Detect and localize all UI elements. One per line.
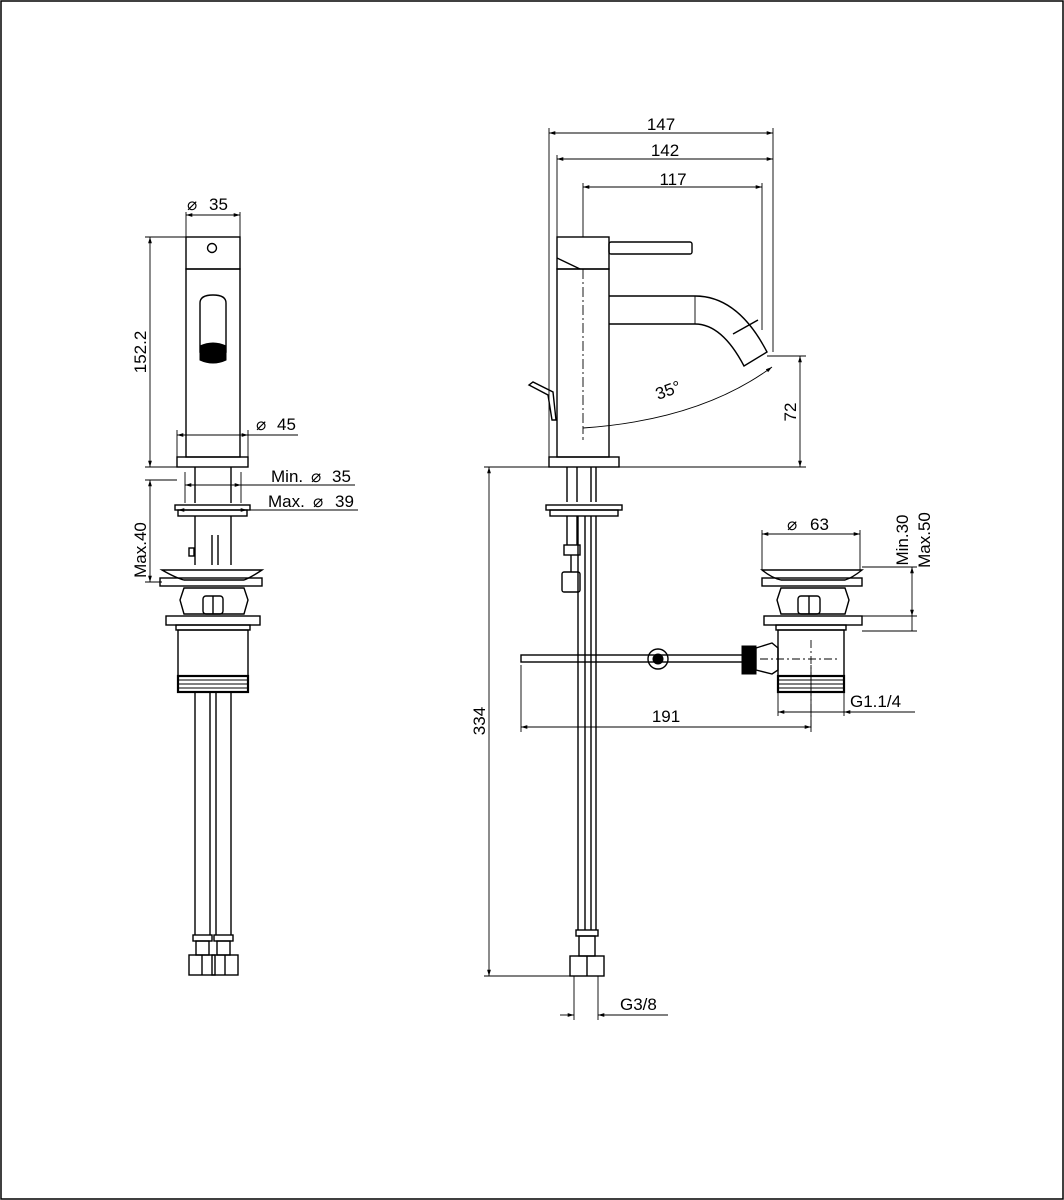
- side-base: [548, 456, 620, 468]
- waste-rod: [520, 654, 744, 663]
- hole-min-label: Min.: [271, 467, 303, 486]
- side-view: 147 142 117 35° 72 334 G3/8: [470, 115, 806, 1020]
- popup-rod: [527, 381, 557, 421]
- angle-label: 35°: [653, 377, 684, 404]
- front-popup-plug: [159, 569, 265, 581]
- waste-thread-label: G1.1/4: [850, 692, 901, 711]
- width-mid-label: 142: [651, 141, 679, 160]
- side-lever-handle: [608, 241, 693, 255]
- front-dia-top-label: 35: [209, 195, 228, 214]
- front-spout-outlet: [199, 294, 227, 353]
- waste-plug: [760, 569, 864, 581]
- side-spout: [609, 295, 768, 367]
- waste-max-label: Max.50: [915, 512, 934, 568]
- waste-min-label: Min.30: [893, 514, 912, 565]
- width-total-label: 147: [647, 115, 675, 134]
- outlet-height-label: 72: [781, 403, 800, 422]
- front-base-dia-label: 45: [277, 415, 296, 434]
- rod-length-label: 191: [652, 707, 680, 726]
- inlet-thread-label: G3/8: [620, 995, 657, 1014]
- front-dia-symbol: ⌀: [187, 195, 197, 214]
- front-washer: [174, 504, 251, 511]
- deck-max-label: Max.40: [131, 522, 150, 578]
- front-hoses: [188, 692, 239, 976]
- front-view: ⌀ 35 152.2 ⌀ 45 Min. ⌀ 35 Max. ⌀ 39 Max.…: [131, 195, 358, 976]
- total-height-label: 334: [470, 707, 489, 735]
- side-lever-head: [556, 236, 610, 270]
- hole-max-symbol: ⌀: [313, 492, 323, 511]
- hole-min-symbol: ⌀: [311, 467, 321, 486]
- lever-pin-icon: [206, 242, 218, 254]
- front-base: [176, 456, 249, 468]
- waste-dia-label: 63: [810, 515, 829, 534]
- hole-min-value: 35: [332, 467, 351, 486]
- hole-max-value: 39: [335, 492, 354, 511]
- waste-dia-symbol: ⌀: [787, 515, 797, 534]
- waste-detail: ⌀ 63 Min.30 Max.50 191 G1.1/4: [520, 512, 934, 732]
- hole-max-label: Max.: [268, 492, 305, 511]
- width-spout-label: 117: [659, 170, 686, 189]
- front-base-dia-symbol: ⌀: [256, 415, 266, 434]
- front-height-label: 152.2: [131, 331, 150, 374]
